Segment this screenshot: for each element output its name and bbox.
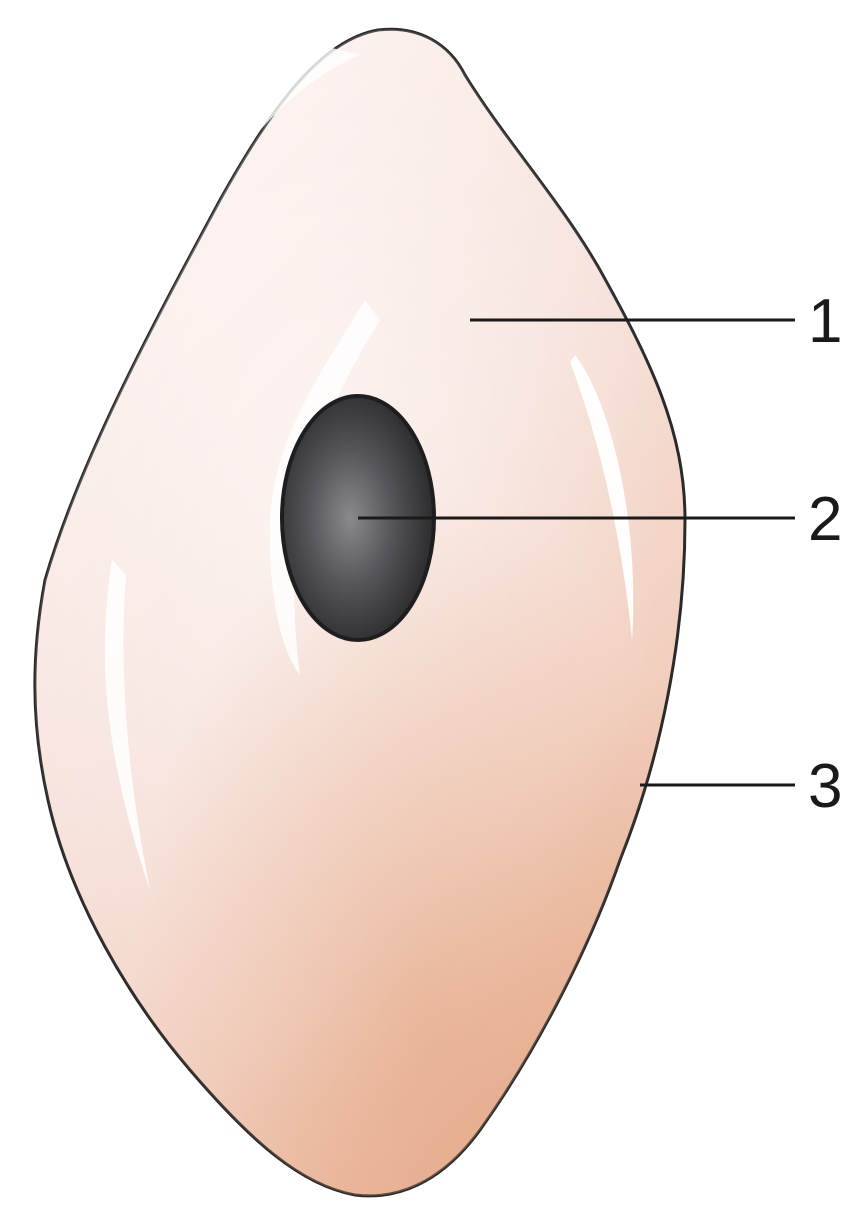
callout-label-3: 3 [808, 752, 842, 821]
callout-label-2: 2 [808, 485, 842, 554]
callout-label-1: 1 [808, 287, 842, 356]
